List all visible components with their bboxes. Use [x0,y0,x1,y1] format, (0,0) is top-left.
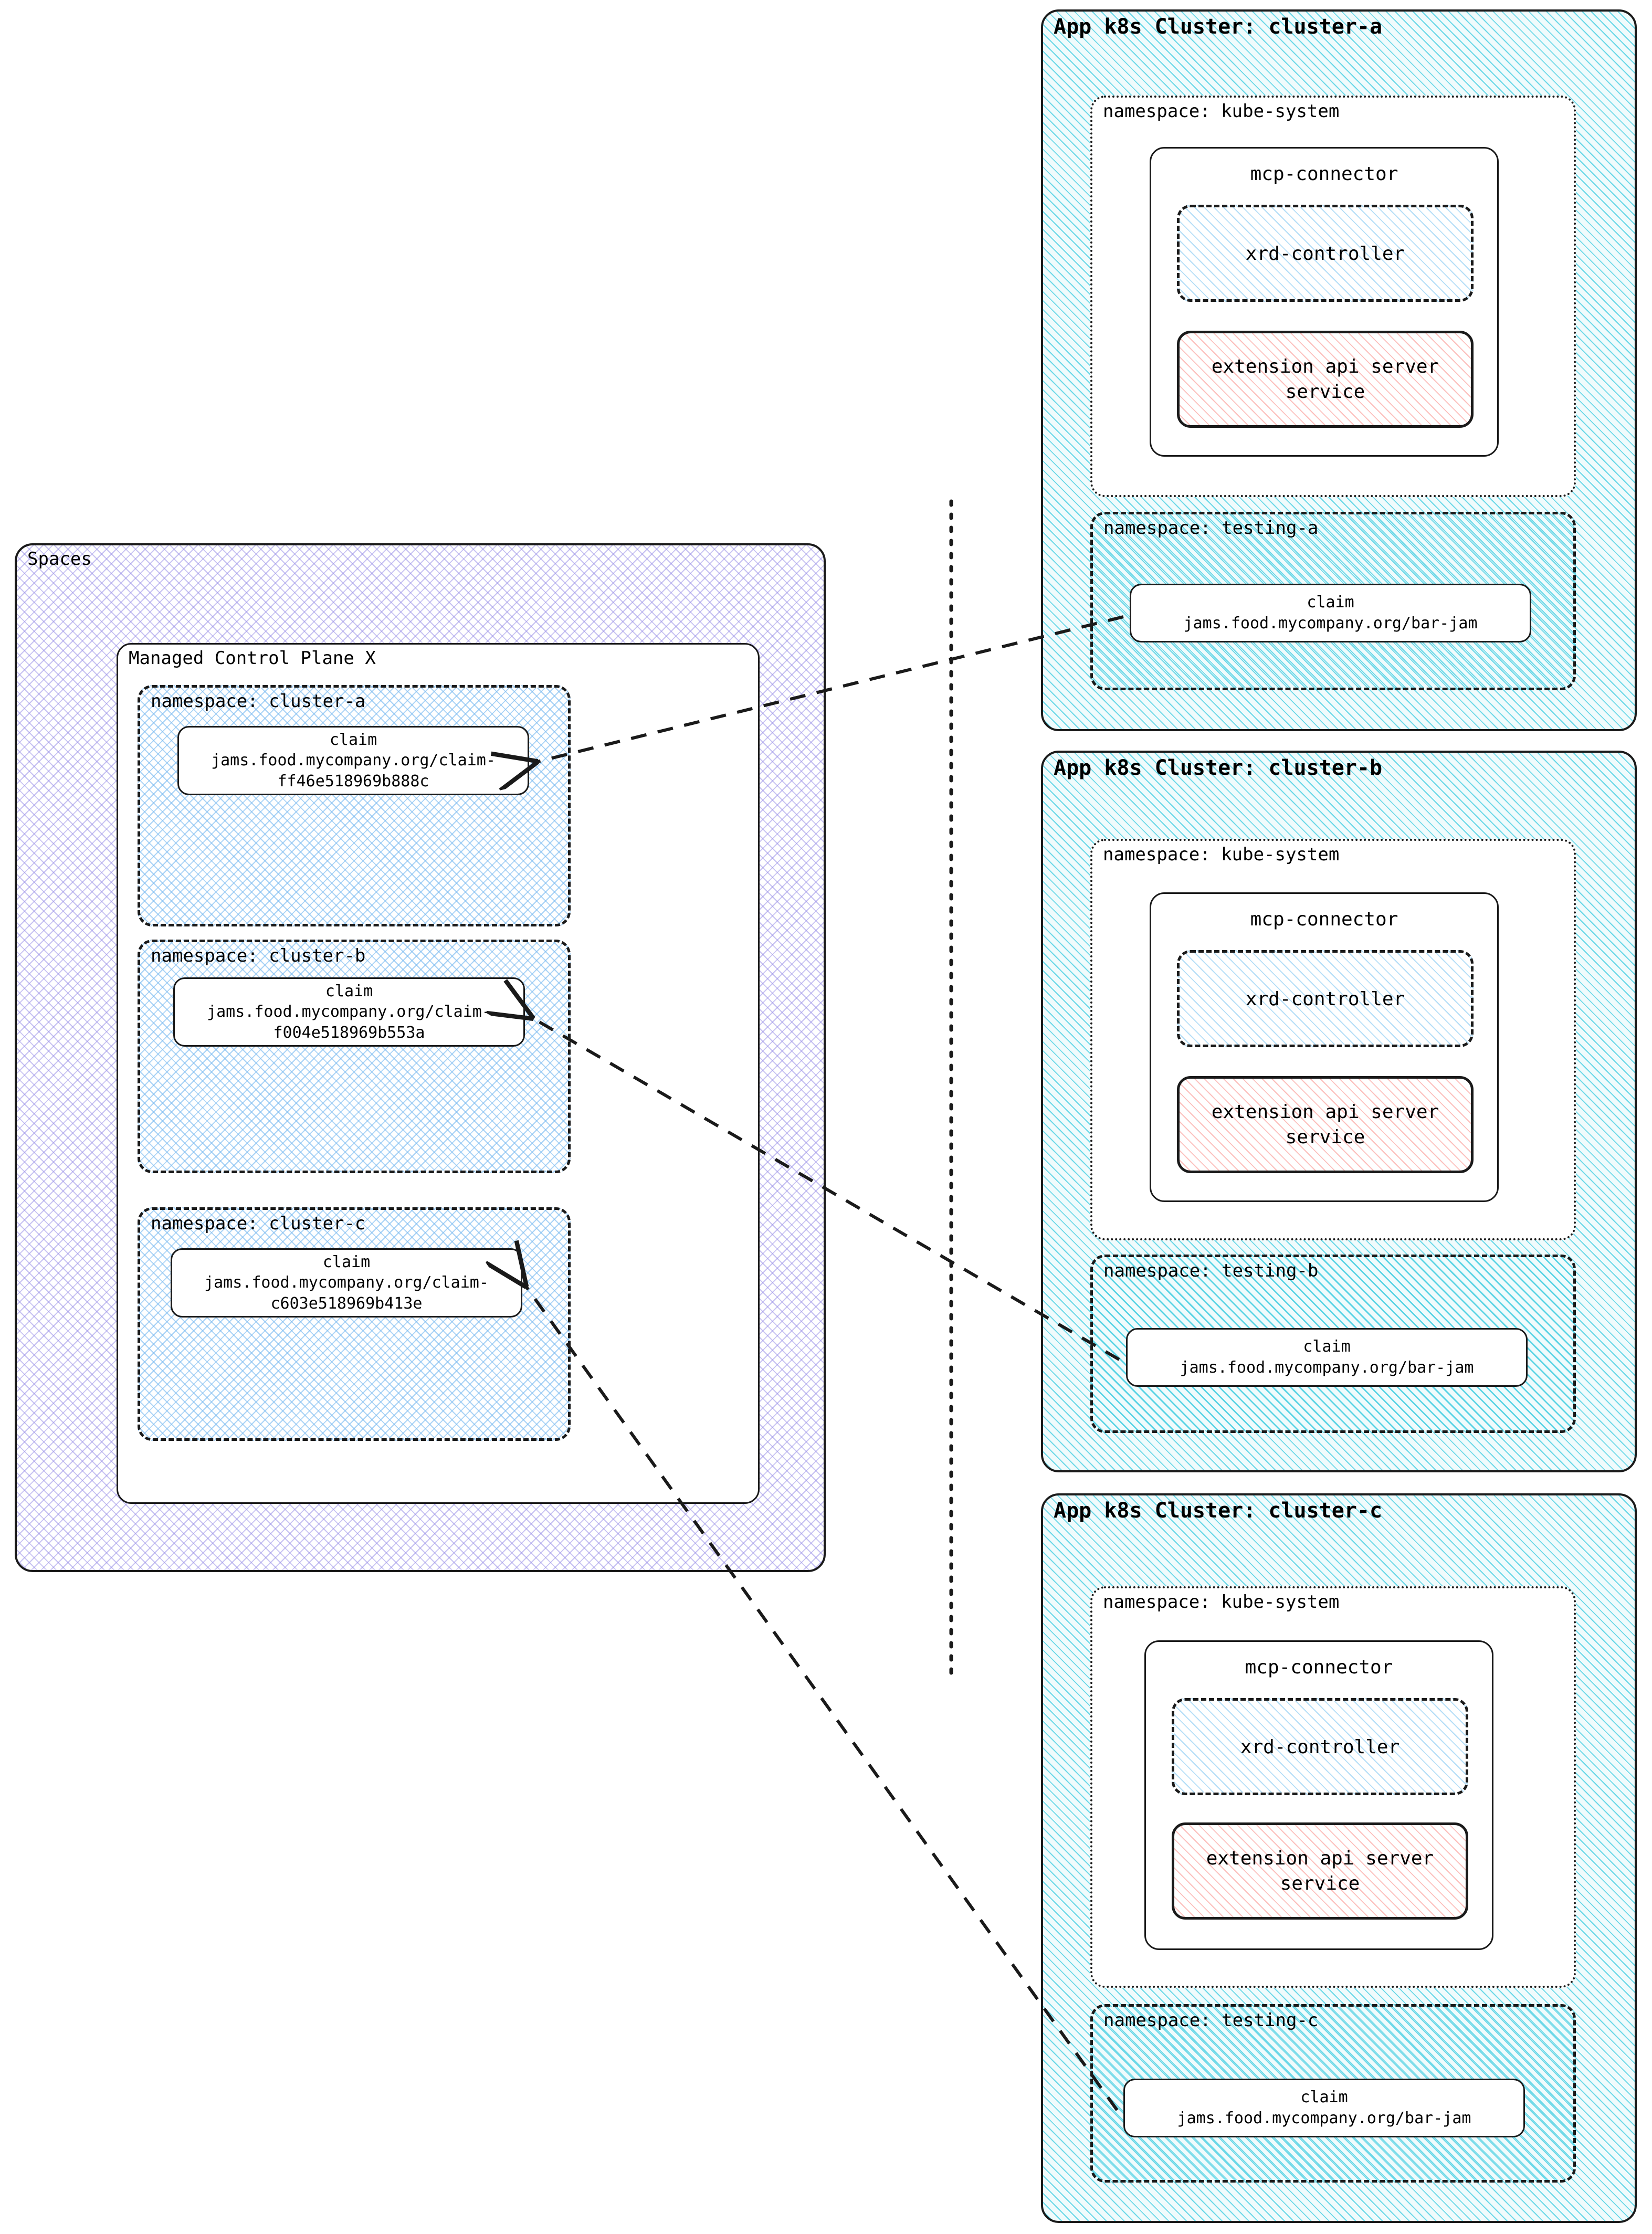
cluster-c-mcp-connector-label: mcp-connector [1245,1657,1393,1678]
mcp-claim-cluster-a[interactable]: claim jams.food.mycompany.org/claim- ff4… [177,726,529,795]
claim-ref: jams.food.mycompany.org/claim- f004e5189… [207,1003,491,1042]
cluster-b-testing-label: namespace: testing-b [1103,1260,1319,1281]
cluster-b-extension-api-server-service: extension api server service [1177,1076,1474,1173]
cluster-a-testing-claim[interactable]: claim jams.food.mycompany.org/bar-jam [1130,584,1531,642]
cluster-a-xrd-controller: xrd-controller [1177,205,1474,302]
mcp-claim-cluster-b[interactable]: claim jams.food.mycompany.org/claim- f00… [173,977,525,1047]
cluster-a-mcp-connector-label: mcp-connector [1250,163,1398,185]
cluster-c-testing-claim[interactable]: claim jams.food.mycompany.org/bar-jam [1123,2079,1525,2137]
mcp-namespace-cluster-b-label: namespace: cluster-b [151,945,366,966]
claim-kind: claim [1307,593,1354,612]
claim-ref: jams.food.mycompany.org/claim- c603e5189… [204,1273,489,1313]
claim-kind: claim [322,1252,371,1271]
mcp-namespace-cluster-c: namespace: cluster-c [138,1207,571,1441]
claim-kind: claim [325,982,373,1000]
mcp-namespace-cluster-b: namespace: cluster-b [138,940,571,1173]
app-k8s-cluster-c-title: App k8s Cluster: cluster-c [1054,1499,1383,1523]
claim-ref: jams.food.mycompany.org/bar-jam [1177,2109,1471,2127]
claim-kind: claim [329,730,377,749]
spaces-label: Spaces [27,549,92,570]
cluster-b-kube-system-label: namespace: kube-system [1103,844,1340,865]
cluster-b-testing-claim[interactable]: claim jams.food.mycompany.org/bar-jam [1126,1328,1528,1387]
claim-ref: jams.food.mycompany.org/bar-jam [1180,1358,1474,1377]
mcp-claim-cluster-c[interactable]: claim jams.food.mycompany.org/claim- c60… [171,1248,522,1318]
cluster-a-extension-api-server-service: extension api server service [1177,331,1474,428]
mcp-namespace-cluster-c-label: namespace: cluster-c [151,1213,366,1234]
claim-kind: claim [1300,2088,1348,2107]
app-k8s-cluster-a-title: App k8s Cluster: cluster-a [1054,15,1383,39]
cluster-b-xrd-controller-label: xrd-controller [1245,988,1405,1010]
cluster-c-xrd-controller-label: xrd-controller [1240,1736,1400,1758]
claim-ref: jams.food.mycompany.org/claim- ff46e5189… [211,751,496,791]
claim-kind: claim [1303,1337,1351,1356]
cluster-c-testing-label: namespace: testing-c [1103,2010,1319,2031]
cluster-b-mcp-connector-label: mcp-connector [1250,909,1398,930]
claim-ref: jams.food.mycompany.org/bar-jam [1183,614,1478,633]
cluster-a-kube-system-label: namespace: kube-system [1103,101,1340,122]
cluster-c-extension-api-server-service: extension api server service [1172,1822,1468,1920]
mcp-namespace-cluster-a-label: namespace: cluster-a [151,691,366,712]
mcp-namespace-cluster-a: namespace: cluster-a [138,685,571,926]
cluster-a-xrd-controller-label: xrd-controller [1245,243,1405,265]
cluster-c-kube-system-label: namespace: kube-system [1103,1592,1340,1613]
cluster-c-xrd-controller: xrd-controller [1172,1698,1468,1795]
cluster-b-xrd-controller: xrd-controller [1177,950,1474,1047]
managed-control-plane-label: Managed Control Plane X [129,648,376,669]
app-k8s-cluster-b-title: App k8s Cluster: cluster-b [1054,756,1383,780]
cluster-a-testing-label: namespace: testing-a [1103,518,1319,539]
